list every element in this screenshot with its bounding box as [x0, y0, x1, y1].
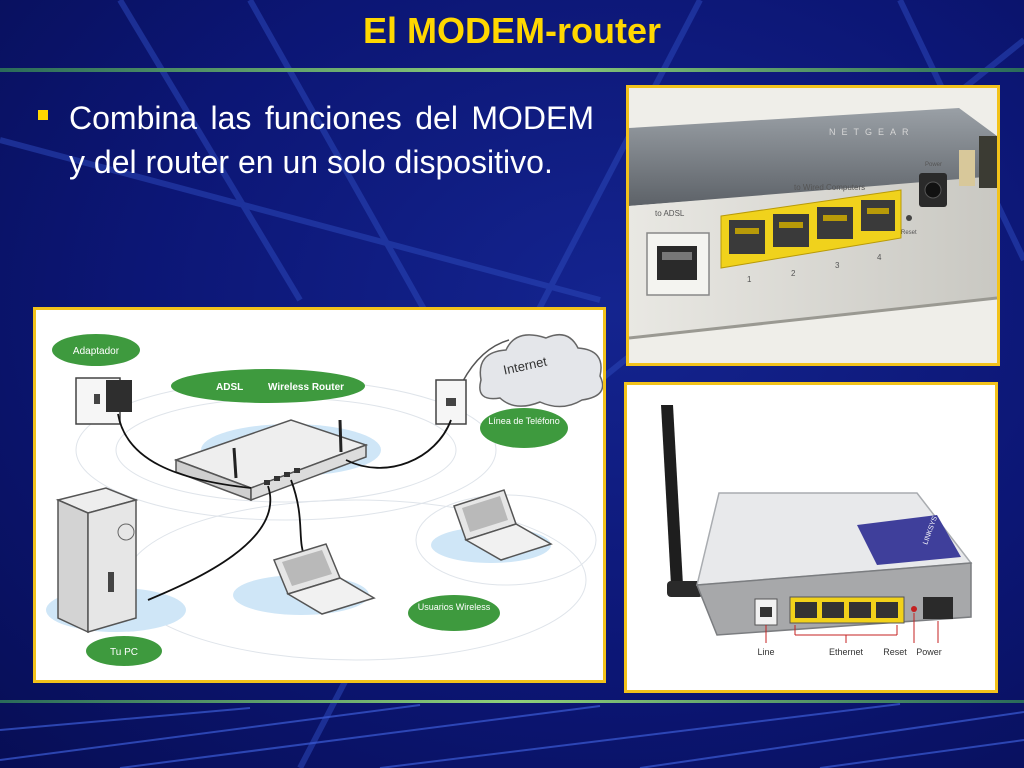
power-adapter-icon — [106, 380, 132, 412]
port-label-ethernet: Ethernet — [829, 647, 864, 657]
power-label: Power — [925, 162, 942, 168]
label-adsl: ADSL — [216, 382, 243, 393]
port-number-1: 1 — [747, 275, 752, 284]
laptop-icon-center — [272, 543, 376, 615]
title-divider — [0, 68, 1024, 72]
bullet-text: Combina las funciones del MODEM y del ro… — [69, 100, 594, 180]
adapter-label-badge: Adaptador — [52, 334, 140, 366]
laptop-icon-right — [453, 489, 553, 561]
bottom-divider — [0, 700, 1024, 703]
network-diagram: Adaptador ADSL Wireless Router Línea de … — [33, 307, 606, 683]
slide-title: El MODEM-router — [362, 10, 661, 51]
internet-cloud-icon: Internet — [479, 333, 603, 408]
linksys-router-photo: LINKSYS Line Ethernet Reset — [624, 382, 998, 693]
phone-line-label-badge: Línea de Teléfono — [480, 408, 568, 448]
reset-label: Reset — [901, 230, 917, 236]
port-label-computers: to Wired Computers — [794, 183, 865, 192]
wireless-router-icon — [173, 419, 369, 502]
desktop-pc-icon — [55, 487, 139, 634]
port-label-adsl: to ADSL — [655, 209, 685, 218]
network-diagram-illustration: Adaptador ADSL Wireless Router Línea de … — [36, 310, 603, 680]
phone-jack-icon — [435, 379, 467, 425]
modem-router-back-illustration: NETGEAR to ADSL to Wired Computers 1 — [629, 88, 997, 363]
port-label-line: Line — [757, 647, 774, 657]
port-label-reset: Reset — [883, 647, 907, 657]
label-tu-pc: Tu PC — [110, 647, 138, 658]
linksys-router-illustration: LINKSYS Line Ethernet Reset — [627, 385, 995, 690]
label-wireless-router: Wireless Router — [268, 382, 344, 393]
label-adaptador: Adaptador — [73, 346, 120, 357]
port-number-2: 2 — [791, 269, 796, 278]
wireless-users-label-badge: Usuarios Wireless — [408, 595, 500, 631]
modem-router-back-photo: NETGEAR to ADSL to Wired Computers 1 — [626, 85, 1000, 366]
bullet-item: Combina las funciones del MODEM y del ro… — [38, 96, 594, 184]
antenna-icon — [661, 405, 703, 597]
pc-label-badge: Tu PC — [86, 636, 162, 666]
label-linea: Línea de Teléfono — [488, 416, 559, 426]
port-label-power: Power — [916, 647, 942, 657]
brand-label: NETGEAR — [829, 127, 915, 137]
label-usuarios: Usuarios Wireless — [418, 602, 491, 612]
port-number-3: 3 — [835, 261, 840, 270]
port-number-4: 4 — [877, 253, 882, 262]
bullet-square-icon — [38, 110, 48, 120]
router-label-badge: ADSL Wireless Router — [171, 369, 365, 403]
